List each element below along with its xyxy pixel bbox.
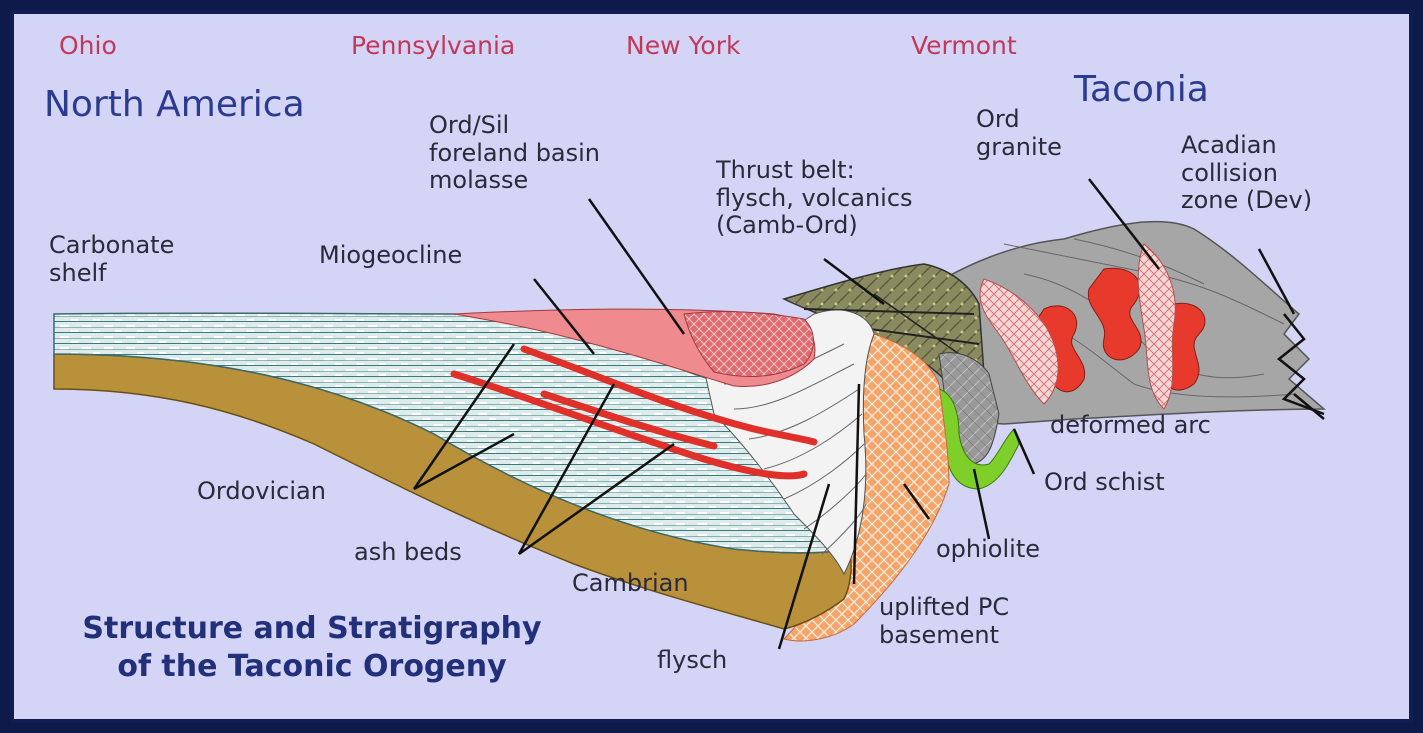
label-thrust-line1: Thrust belt: (716, 157, 913, 185)
label-foreland-basin: Ord/Sil foreland basin molasse (429, 112, 600, 195)
label-ordovician: Ordovician (197, 478, 326, 506)
label-acadian-line1: Acadian (1181, 132, 1312, 160)
label-thrust-line3: (Camb-Ord) (716, 212, 913, 240)
label-uplifted-line1: uplifted PC (879, 594, 1009, 622)
diagram-frame: Ohio Pennsylvania New York Vermont North… (10, 10, 1413, 723)
label-carbonate-shelf: Carbonate shelf (49, 232, 174, 287)
label-foreland-line3: molasse (429, 167, 600, 195)
label-ord-granite: Ord granite (976, 106, 1062, 161)
label-uplifted-basement: uplifted PC basement (879, 594, 1009, 649)
region-taconia: Taconia (1074, 69, 1209, 110)
diagram-title: Structure and Stratigraphy of the Taconi… (42, 610, 582, 685)
label-thrust-belt: Thrust belt: flysch, volcanics (Camb-Ord… (716, 157, 913, 240)
label-foreland-line1: Ord/Sil (429, 112, 600, 140)
label-deformed-arc: deformed arc (1050, 412, 1211, 440)
label-miogeocline: Miogeocline (319, 242, 462, 270)
label-granite-line2: granite (976, 134, 1062, 162)
state-pennsylvania: Pennsylvania (351, 32, 515, 61)
label-uplifted-line2: basement (879, 622, 1009, 650)
title-line1: Structure and Stratigraphy (42, 610, 582, 648)
label-flysch: flysch (657, 647, 727, 675)
label-cambrian: Cambrian (572, 570, 689, 598)
label-thrust-line2: flysch, volcanics (716, 185, 913, 213)
label-acadian-line3: zone (Dev) (1181, 187, 1312, 215)
region-north-america: North America (44, 84, 305, 125)
state-new-york: New York (626, 32, 740, 61)
label-ord-schist: Ord schist (1044, 469, 1165, 497)
label-carbonate-shelf-line2: shelf (49, 260, 174, 288)
label-ophiolite: ophiolite (936, 536, 1040, 564)
label-granite-line1: Ord (976, 106, 1062, 134)
label-ash-beds: ash beds (354, 539, 462, 567)
state-vermont: Vermont (911, 32, 1017, 61)
label-foreland-line2: foreland basin (429, 140, 600, 168)
label-acadian-line2: collision (1181, 160, 1312, 188)
label-acadian-zone: Acadian collision zone (Dev) (1181, 132, 1312, 215)
state-ohio: Ohio (59, 32, 117, 61)
label-carbonate-shelf-line1: Carbonate (49, 232, 174, 260)
title-line2: of the Taconic Orogeny (42, 648, 582, 686)
